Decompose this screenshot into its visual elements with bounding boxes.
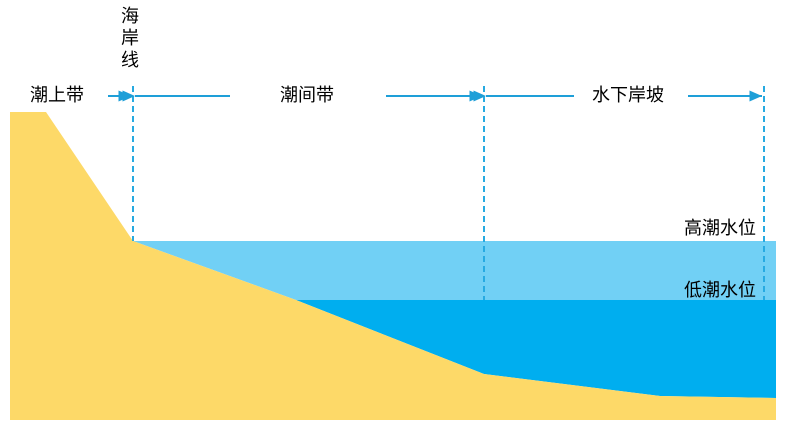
deep-water [296,300,776,398]
high-tide-label: 高潮水位 [684,218,756,239]
land-profile [10,112,776,420]
supratidal-label: 潮上带 [30,85,84,106]
coastline-char: 海 [121,6,139,27]
coastline-char: 线 [121,50,139,71]
coastline-label: 海 岸 线 [118,6,142,72]
intertidal-label: 潮间带 [280,85,334,106]
subaqueous-slope-label: 水下岸坡 [592,85,664,106]
low-tide-label: 低潮水位 [684,280,756,301]
intertidal-water [133,241,776,300]
coastline-char: 岸 [121,28,139,49]
